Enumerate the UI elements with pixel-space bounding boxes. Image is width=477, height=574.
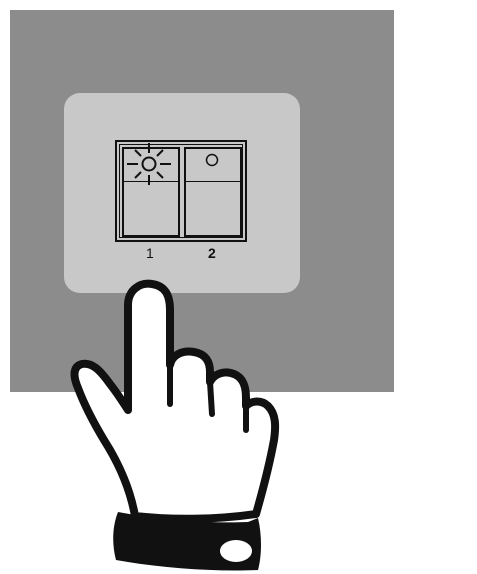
pointing-hand-icon	[0, 0, 477, 574]
